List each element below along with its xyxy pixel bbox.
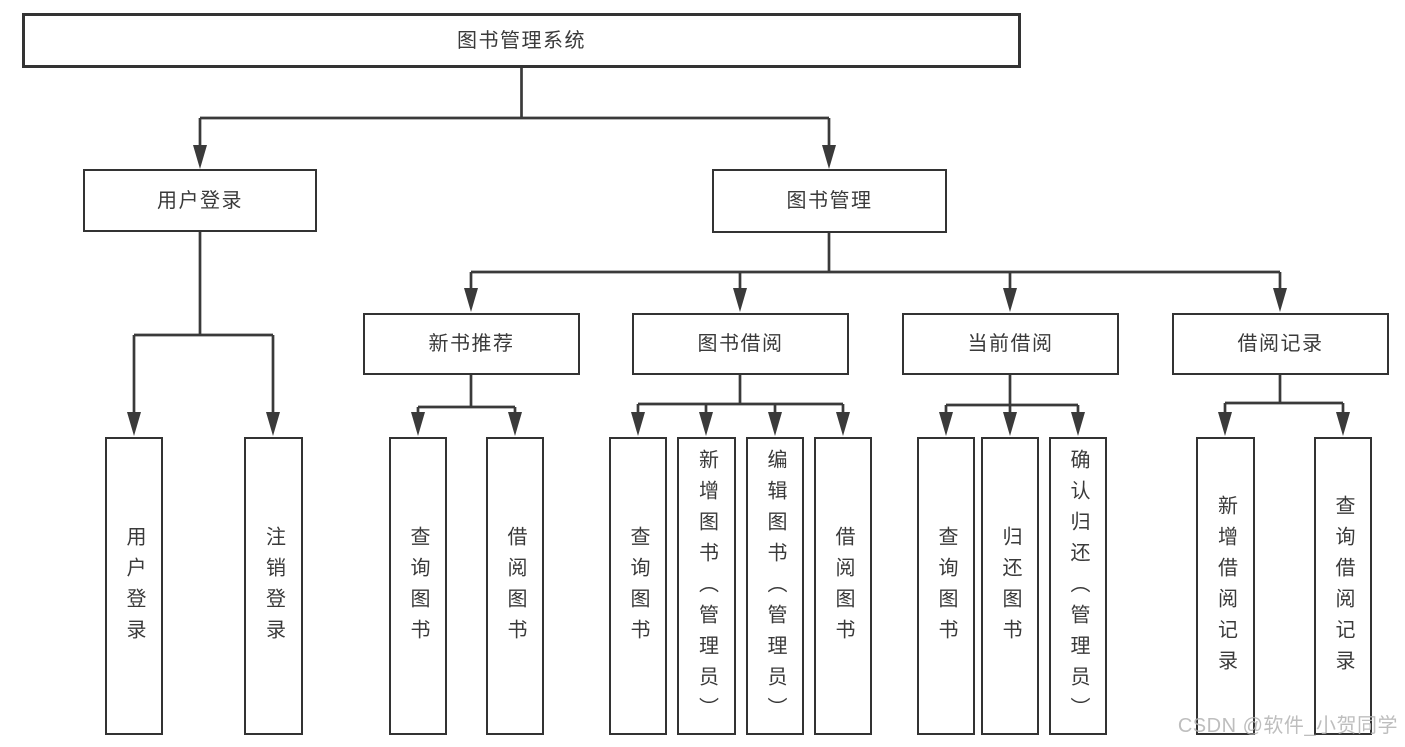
arrowhead-icon	[508, 412, 522, 436]
leaf-logout-login: 注销登录	[244, 437, 303, 735]
node-borrowing-records: 借阅记录	[1172, 313, 1389, 375]
leaf-query-borrow-record: 查询借阅记录	[1314, 437, 1372, 735]
arrowhead-icon	[127, 412, 141, 436]
arrowhead-icon	[631, 412, 645, 436]
arrowhead-icon	[1003, 412, 1017, 436]
arrowhead-icon	[464, 288, 478, 312]
leaf-add-borrow-record: 新增借阅记录	[1196, 437, 1255, 735]
leaf-borrow-books-recommend: 借阅图书	[486, 437, 544, 735]
arrowhead-icon	[699, 412, 713, 436]
node-book-borrowing: 图书借阅	[632, 313, 849, 375]
leaf-return-books: 归还图书	[981, 437, 1039, 735]
node-user-login: 用户登录	[83, 169, 317, 232]
arrowhead-icon	[193, 145, 207, 169]
arrowhead-icon	[768, 412, 782, 436]
arrowhead-icon	[1336, 412, 1350, 436]
leaf-query-books-current: 查询图书	[917, 437, 975, 735]
arrowhead-icon	[1071, 412, 1085, 436]
arrowhead-icon	[939, 412, 953, 436]
leaf-edit-books-admin: 编辑图书（管理员）	[746, 437, 804, 735]
node-book-management: 图书管理	[712, 169, 947, 233]
node-new-book-recommend: 新书推荐	[363, 313, 580, 375]
leaf-query-books-borrowing: 查询图书	[609, 437, 667, 735]
arrowhead-icon	[1273, 288, 1287, 312]
arrowhead-icon	[1003, 288, 1017, 312]
arrowhead-icon	[822, 145, 836, 169]
arrowhead-icon	[1218, 412, 1232, 436]
leaf-user-login: 用户登录	[105, 437, 163, 735]
arrowheads-group	[127, 145, 1350, 436]
leaf-borrow-books: 借阅图书	[814, 437, 872, 735]
leaf-query-books-recommend: 查询图书	[389, 437, 447, 735]
leaf-confirm-return-admin: 确认归还（管理员）	[1049, 437, 1107, 735]
arrowhead-icon	[733, 288, 747, 312]
leaf-add-books-admin: 新增图书（管理员）	[677, 437, 736, 735]
watermark: CSDN @软件_小贺同学	[1177, 715, 1398, 737]
arrowhead-icon	[836, 412, 850, 436]
node-current-borrowing: 当前借阅	[902, 313, 1119, 375]
node-root-system: 图书管理系统	[22, 13, 1021, 68]
arrowhead-icon	[411, 412, 425, 436]
arrowhead-icon	[266, 412, 280, 436]
